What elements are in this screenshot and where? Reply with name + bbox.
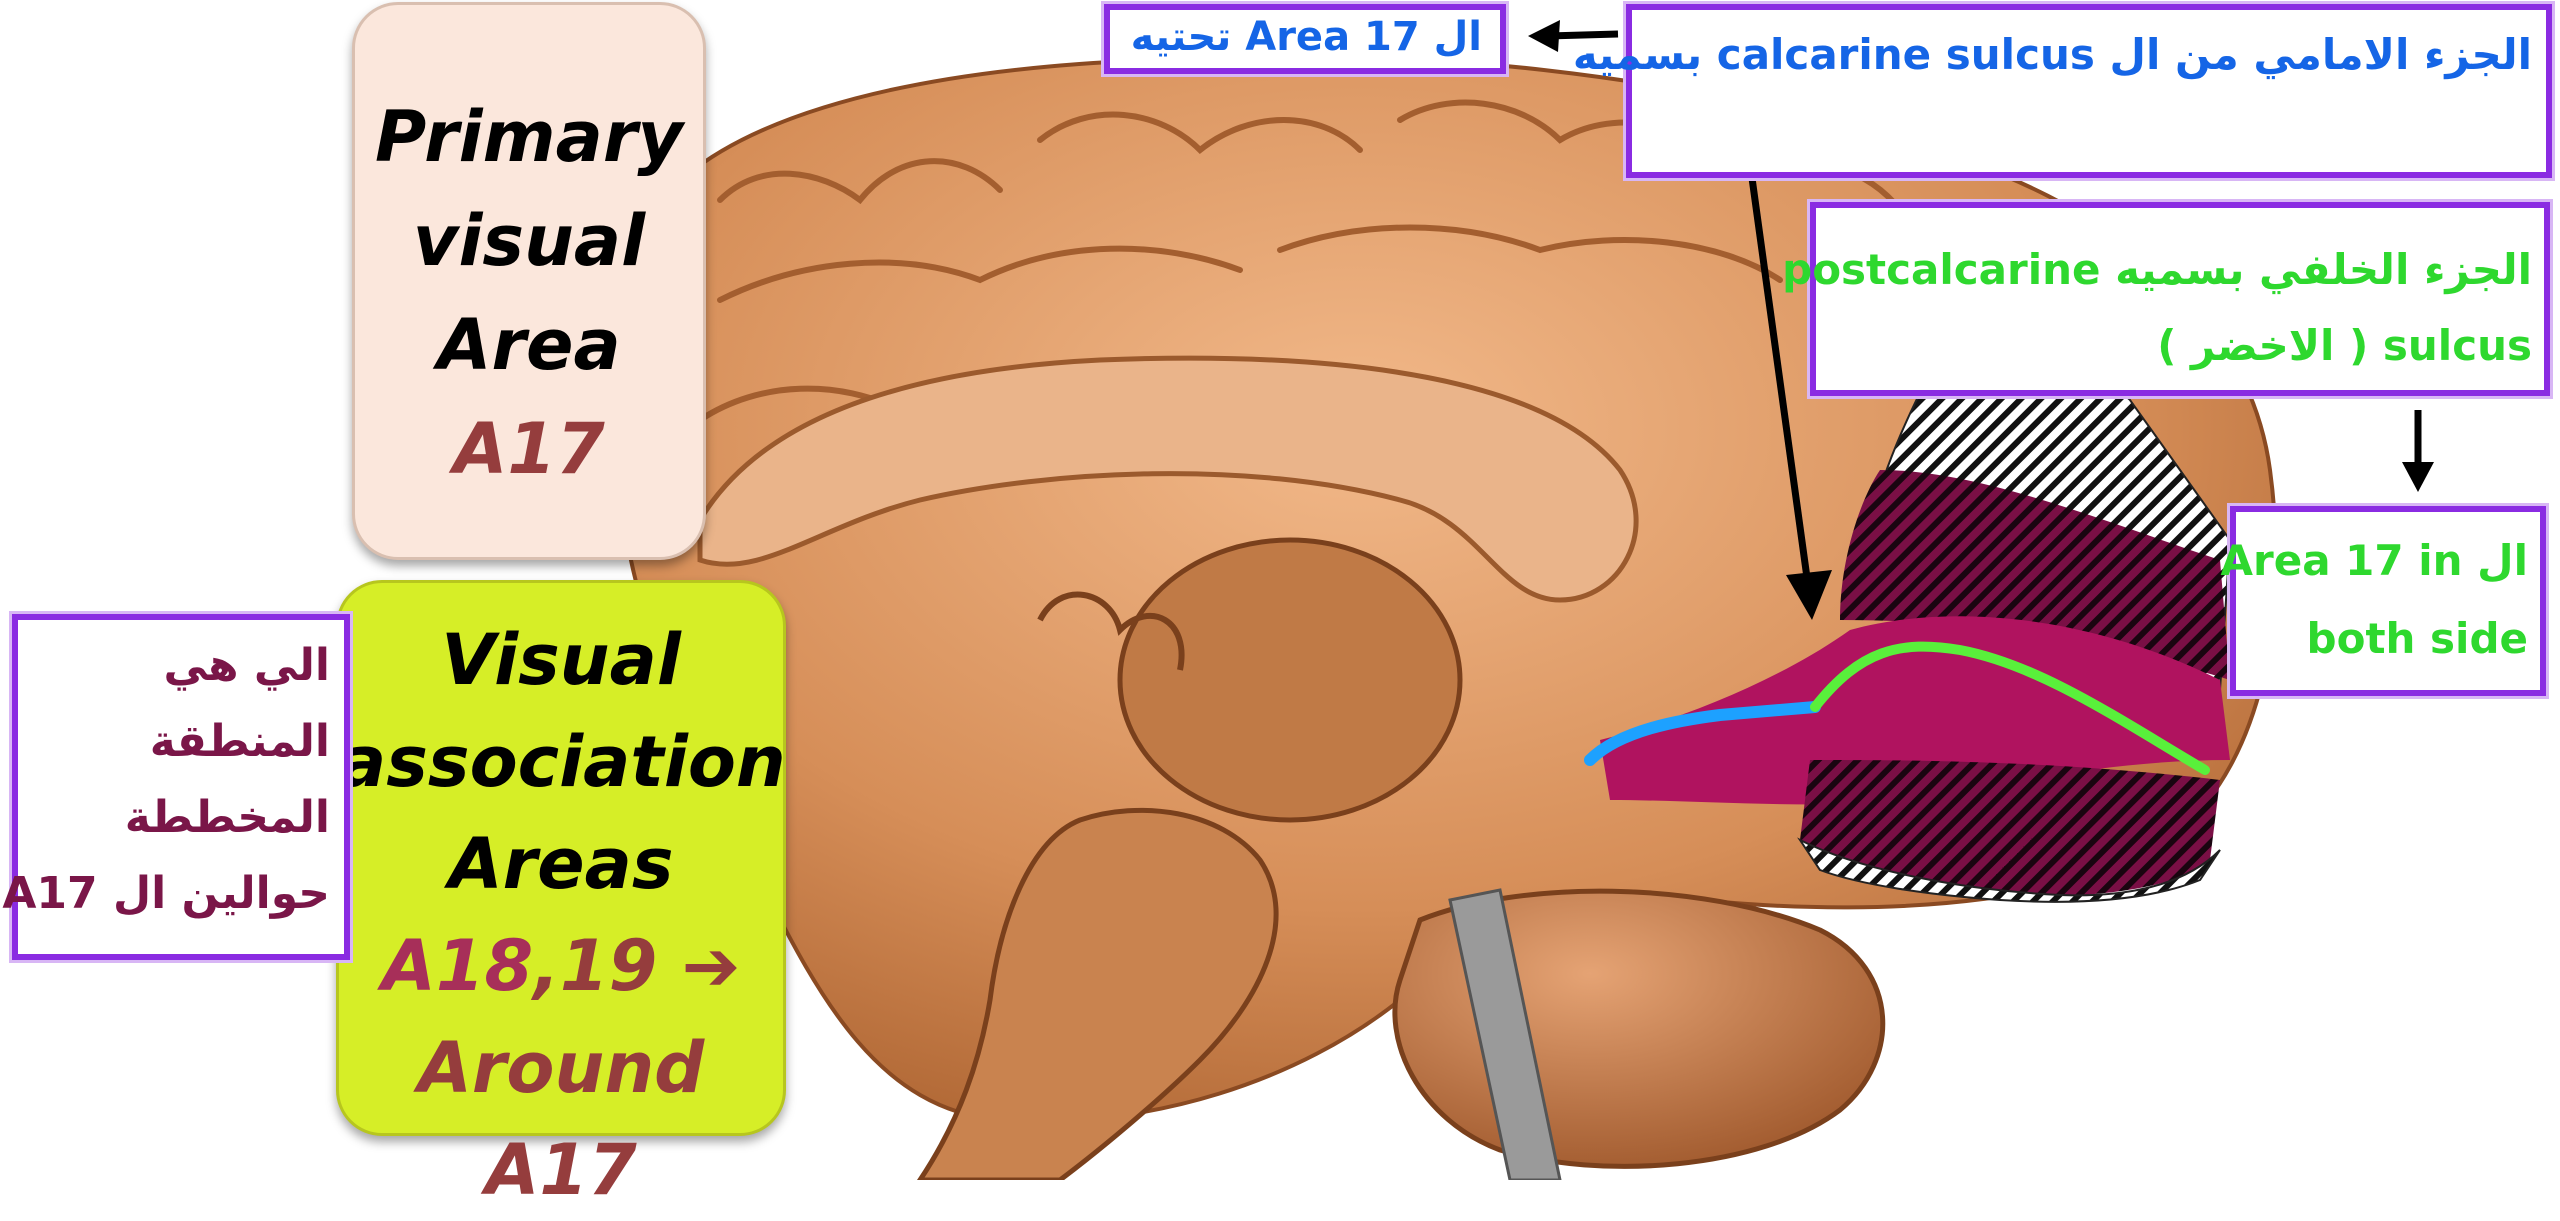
assoc-line-4: A18,19 ➔ xyxy=(339,915,783,1017)
note-left-striated-area: الي هي المنطقة المخططة حوالين ال A17 xyxy=(12,614,350,960)
note-left-line-3: المخططة xyxy=(18,780,330,856)
primary-line-2: visual xyxy=(355,189,703,293)
note-postcalcarine-line-1: الجزء الخلفي بسميه postcalcarine xyxy=(1816,232,2532,308)
note-left-line-4: حوالين ال A17 xyxy=(18,856,330,932)
assoc-line-5: Around A17 xyxy=(339,1017,783,1221)
assoc-line-2: association xyxy=(339,711,783,813)
note-left-line-2: المنطقة xyxy=(18,704,330,780)
primary-line-3: Area xyxy=(355,293,703,397)
note-left-line-1: الي هي xyxy=(18,628,330,704)
assoc-line-1: Visual xyxy=(339,609,783,711)
thalamus xyxy=(1120,540,1460,820)
primary-line-4: A17 xyxy=(355,397,703,501)
assoc-a18: A18 xyxy=(382,925,534,1007)
primary-visual-area-tile: Primary visual Area A17 xyxy=(352,2,706,560)
primary-line-1: Primary xyxy=(355,85,703,189)
note-area17-both-sides: ال Area 17 in both side xyxy=(2230,506,2546,696)
note-bothside-line-2: both side xyxy=(2236,600,2528,678)
assoc-line-3: Areas xyxy=(339,813,783,915)
note-bothside-line-1: ال Area 17 in xyxy=(2236,522,2528,600)
note-postcalcarine-line-2: sulcus ( الاخضر ) xyxy=(1816,308,2532,384)
right-arrow-icon: ➔ xyxy=(682,925,741,1007)
note-calcarine-sulcus: الجزء الامامي من ال calcarine sulcus بسم… xyxy=(1626,4,2552,178)
assoc-19: ,19 xyxy=(533,925,657,1007)
note-postcalcarine-sulcus: الجزء الخلفي بسميه postcalcarine sulcus … xyxy=(1810,202,2550,396)
note-area17-below: ال Area 17 تحتيه xyxy=(1104,4,1506,74)
visual-association-tile: Visual association Areas A18,19 ➔ Around… xyxy=(336,580,786,1136)
